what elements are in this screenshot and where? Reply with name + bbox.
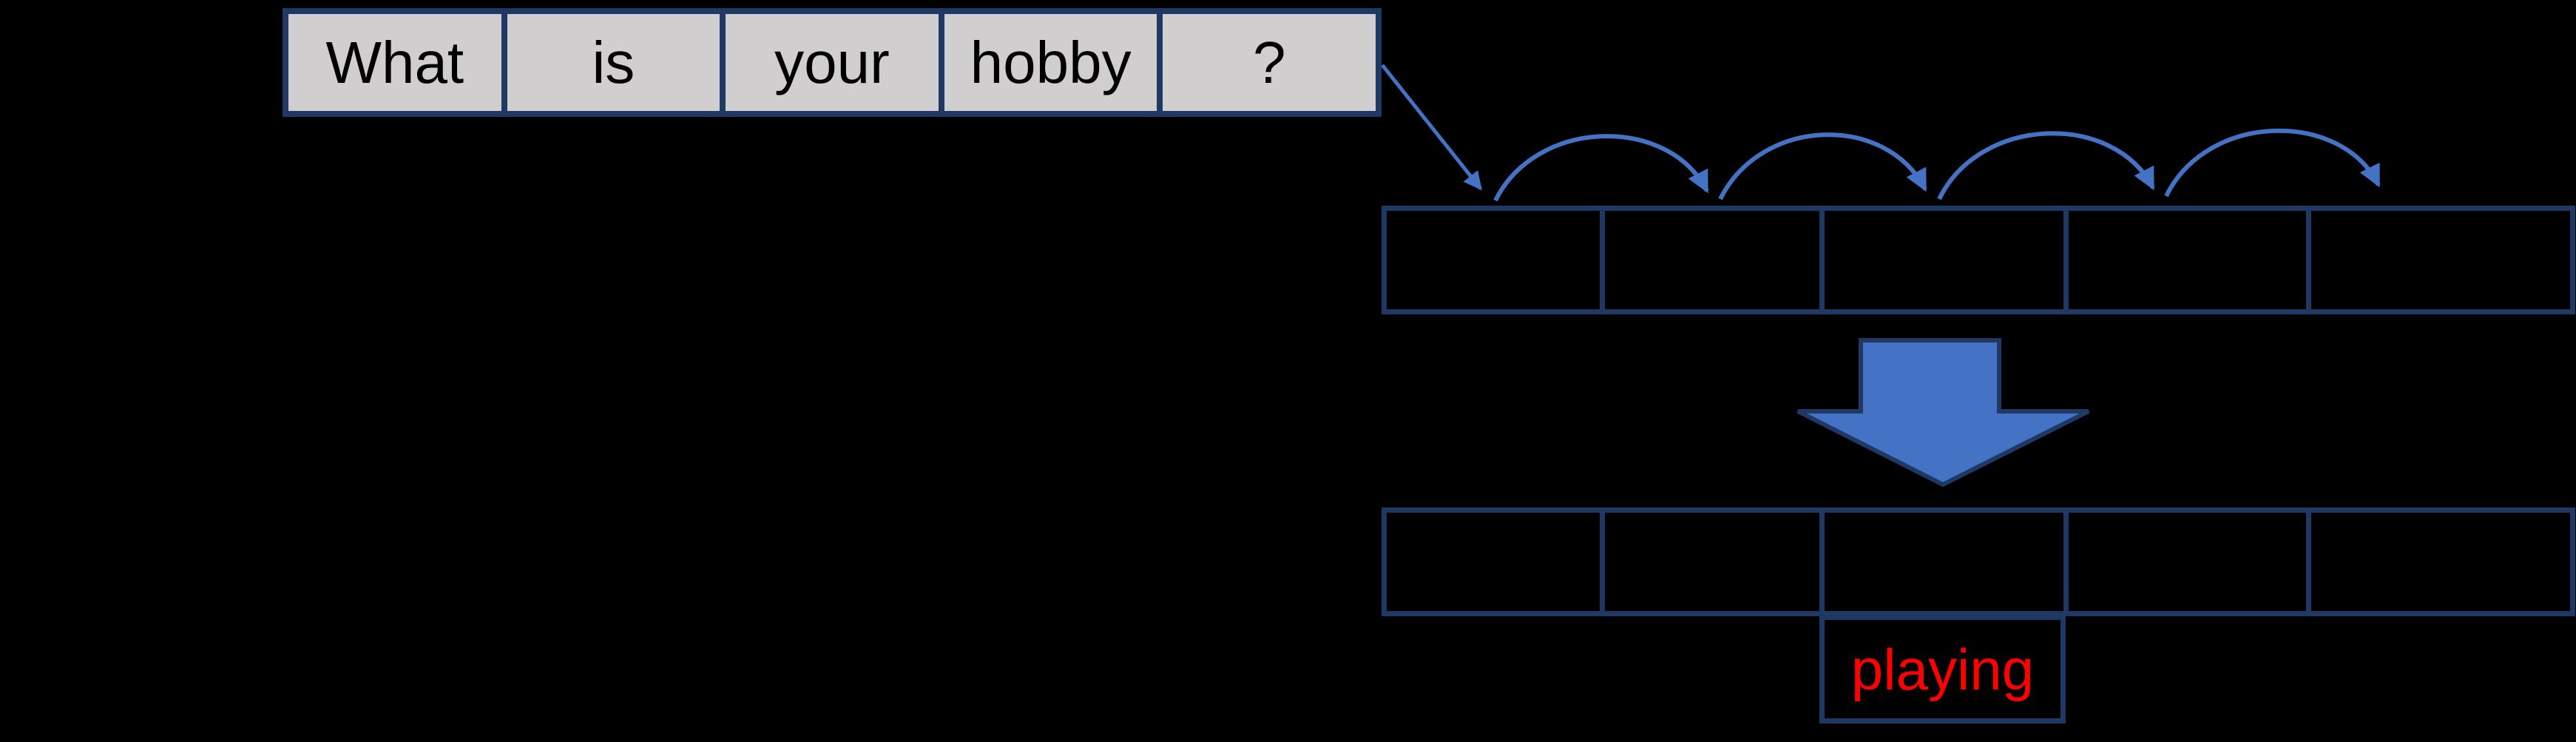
hop-arc-4-icon <box>2164 128 2381 198</box>
empty-cell <box>1382 206 1605 314</box>
sequence-row-bottom <box>1382 507 2575 616</box>
hop-arc-3-icon <box>1937 131 2155 200</box>
empty-cell <box>1819 507 2069 616</box>
sentence-to-row-arrow-icon <box>1381 64 1482 191</box>
empty-cell <box>1819 206 2069 314</box>
hop-arc-1-icon <box>1493 134 1709 202</box>
empty-cell <box>2306 507 2575 616</box>
empty-cell <box>1382 507 1605 616</box>
empty-cell <box>1600 507 1825 616</box>
big-down-arrow-icon <box>1796 338 2090 488</box>
hop-arc-2-icon <box>1718 132 1927 200</box>
sequence-row-top-cells <box>1382 206 2575 314</box>
sequence-row-bottom-cells <box>1382 507 2575 616</box>
token-label: What <box>325 29 464 95</box>
token-label: is <box>592 29 635 95</box>
empty-cell <box>1600 206 1825 314</box>
token-cell-your: your <box>720 8 944 117</box>
token-label: ? <box>1252 29 1286 95</box>
empty-cell <box>2063 507 2311 616</box>
token-cell-questionmark: ? <box>1157 8 1382 117</box>
token-label: hobby <box>970 29 1132 95</box>
input-token-row: What is your hobby ? <box>283 8 1382 117</box>
input-token-table: What is your hobby ? <box>283 8 1382 117</box>
token-cell-hobby: hobby <box>938 8 1163 117</box>
empty-cell <box>2063 206 2311 314</box>
token-label: your <box>774 29 890 95</box>
token-cell-is: is <box>501 8 726 117</box>
token-cell-what: What <box>283 8 507 117</box>
empty-cell <box>2306 206 2575 314</box>
sequence-row-top <box>1382 206 2575 314</box>
predicted-token-cell: playing <box>1819 615 2066 724</box>
predicted-token-label: playing <box>1850 636 2035 702</box>
